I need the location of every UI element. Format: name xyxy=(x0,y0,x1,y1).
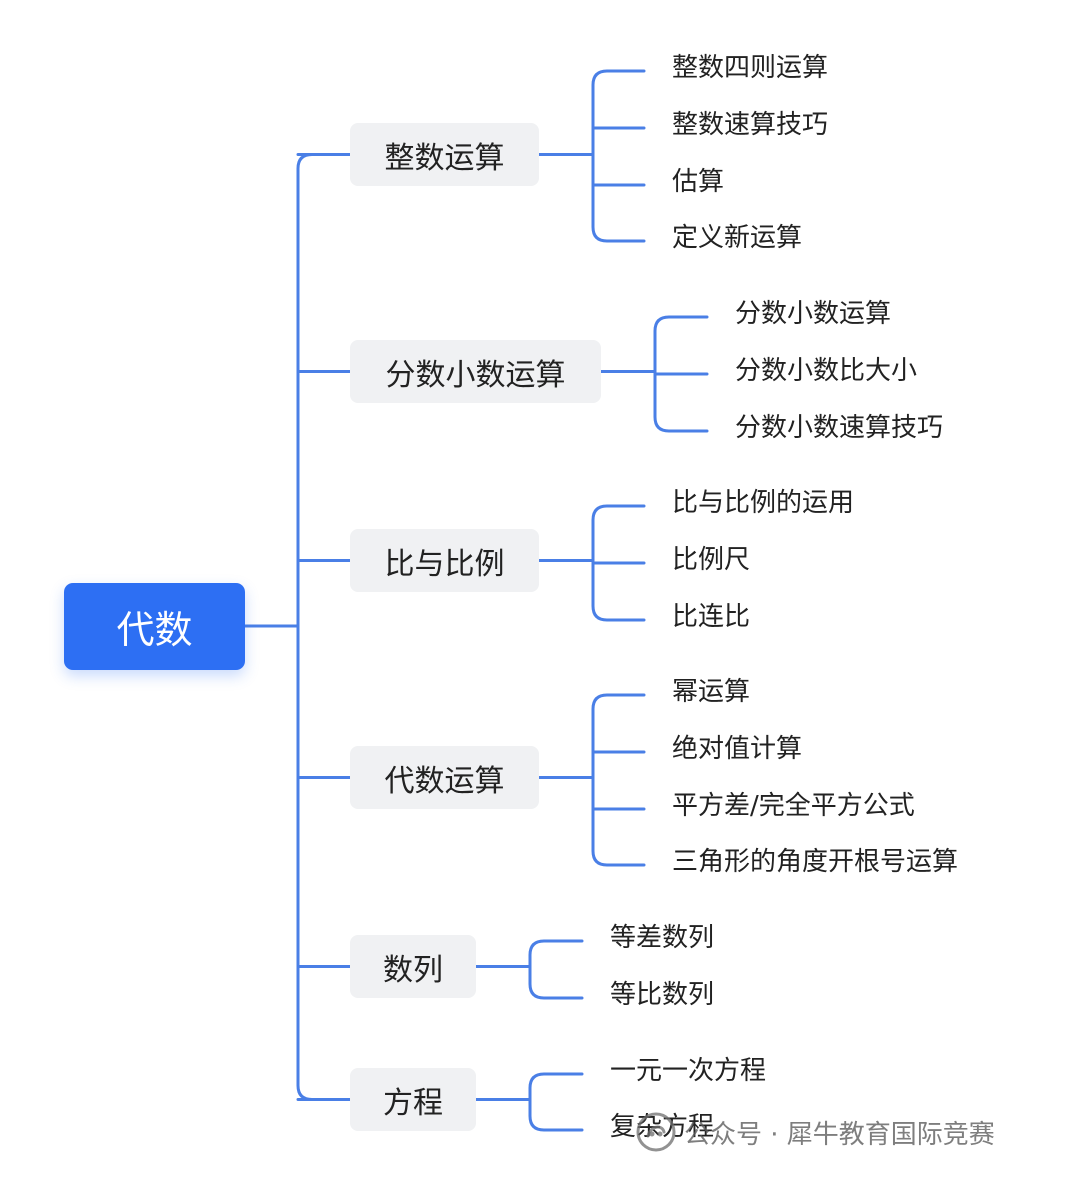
branch-label: 分数小数运算 xyxy=(385,357,566,393)
children-bracket xyxy=(528,1072,584,1132)
branch-node[interactable]: 方程 xyxy=(350,1068,476,1131)
leaf-node[interactable]: 绝对值计算 xyxy=(672,734,803,764)
wechat-official-account-icon xyxy=(636,1112,676,1152)
root-label: 代数 xyxy=(116,608,193,652)
leaf-node[interactable]: 三角形的角度开根号运算 xyxy=(672,847,959,877)
root-node[interactable]: 代数 xyxy=(64,583,245,670)
trunk-line xyxy=(296,153,314,1101)
children-bracket xyxy=(528,939,584,1000)
leaf-node[interactable]: 分数小数运算 xyxy=(735,299,892,329)
branch-label: 方程 xyxy=(383,1085,443,1121)
children-bracket xyxy=(591,693,646,867)
leaf-node[interactable]: 平方差/完全平方公式 xyxy=(672,791,915,821)
branch-label: 数列 xyxy=(383,952,443,988)
branch-label: 整数运算 xyxy=(384,140,505,176)
leaf-node[interactable]: 定义新运算 xyxy=(672,223,803,253)
branch-label: 代数运算 xyxy=(384,763,505,799)
leaf-node[interactable]: 整数四则运算 xyxy=(672,53,829,83)
leaf-node[interactable]: 比连比 xyxy=(672,602,751,632)
leaf-node[interactable]: 分数小数速算技巧 xyxy=(735,413,944,443)
leaf-node[interactable]: 等差数列 xyxy=(610,923,715,953)
branch-node[interactable]: 比与比例 xyxy=(350,529,539,592)
leaf-node[interactable]: 整数速算技巧 xyxy=(672,110,829,140)
leaf-node[interactable]: 比例尺 xyxy=(672,545,751,575)
branch-node[interactable]: 整数运算 xyxy=(350,123,539,186)
leaf-node[interactable]: 分数小数比大小 xyxy=(735,356,918,386)
leaf-node[interactable]: 估算 xyxy=(672,167,725,197)
children-bracket xyxy=(591,69,646,243)
branch-node[interactable]: 分数小数运算 xyxy=(350,340,601,403)
leaf-node[interactable]: 比与比例的运用 xyxy=(672,488,855,518)
leaf-node[interactable]: 幂运算 xyxy=(672,677,751,707)
branch-node[interactable]: 代数运算 xyxy=(350,746,539,809)
branch-node[interactable]: 数列 xyxy=(350,935,476,998)
watermark: 公众号 · 犀牛教育国际竞赛 xyxy=(636,1112,995,1152)
leaf-node[interactable]: 等比数列 xyxy=(610,980,715,1010)
branch-label: 比与比例 xyxy=(384,546,505,582)
watermark-text: 公众号 · 犀牛教育国际竞赛 xyxy=(684,1119,995,1150)
leaf-node[interactable]: 一元一次方程 xyxy=(610,1056,767,1086)
